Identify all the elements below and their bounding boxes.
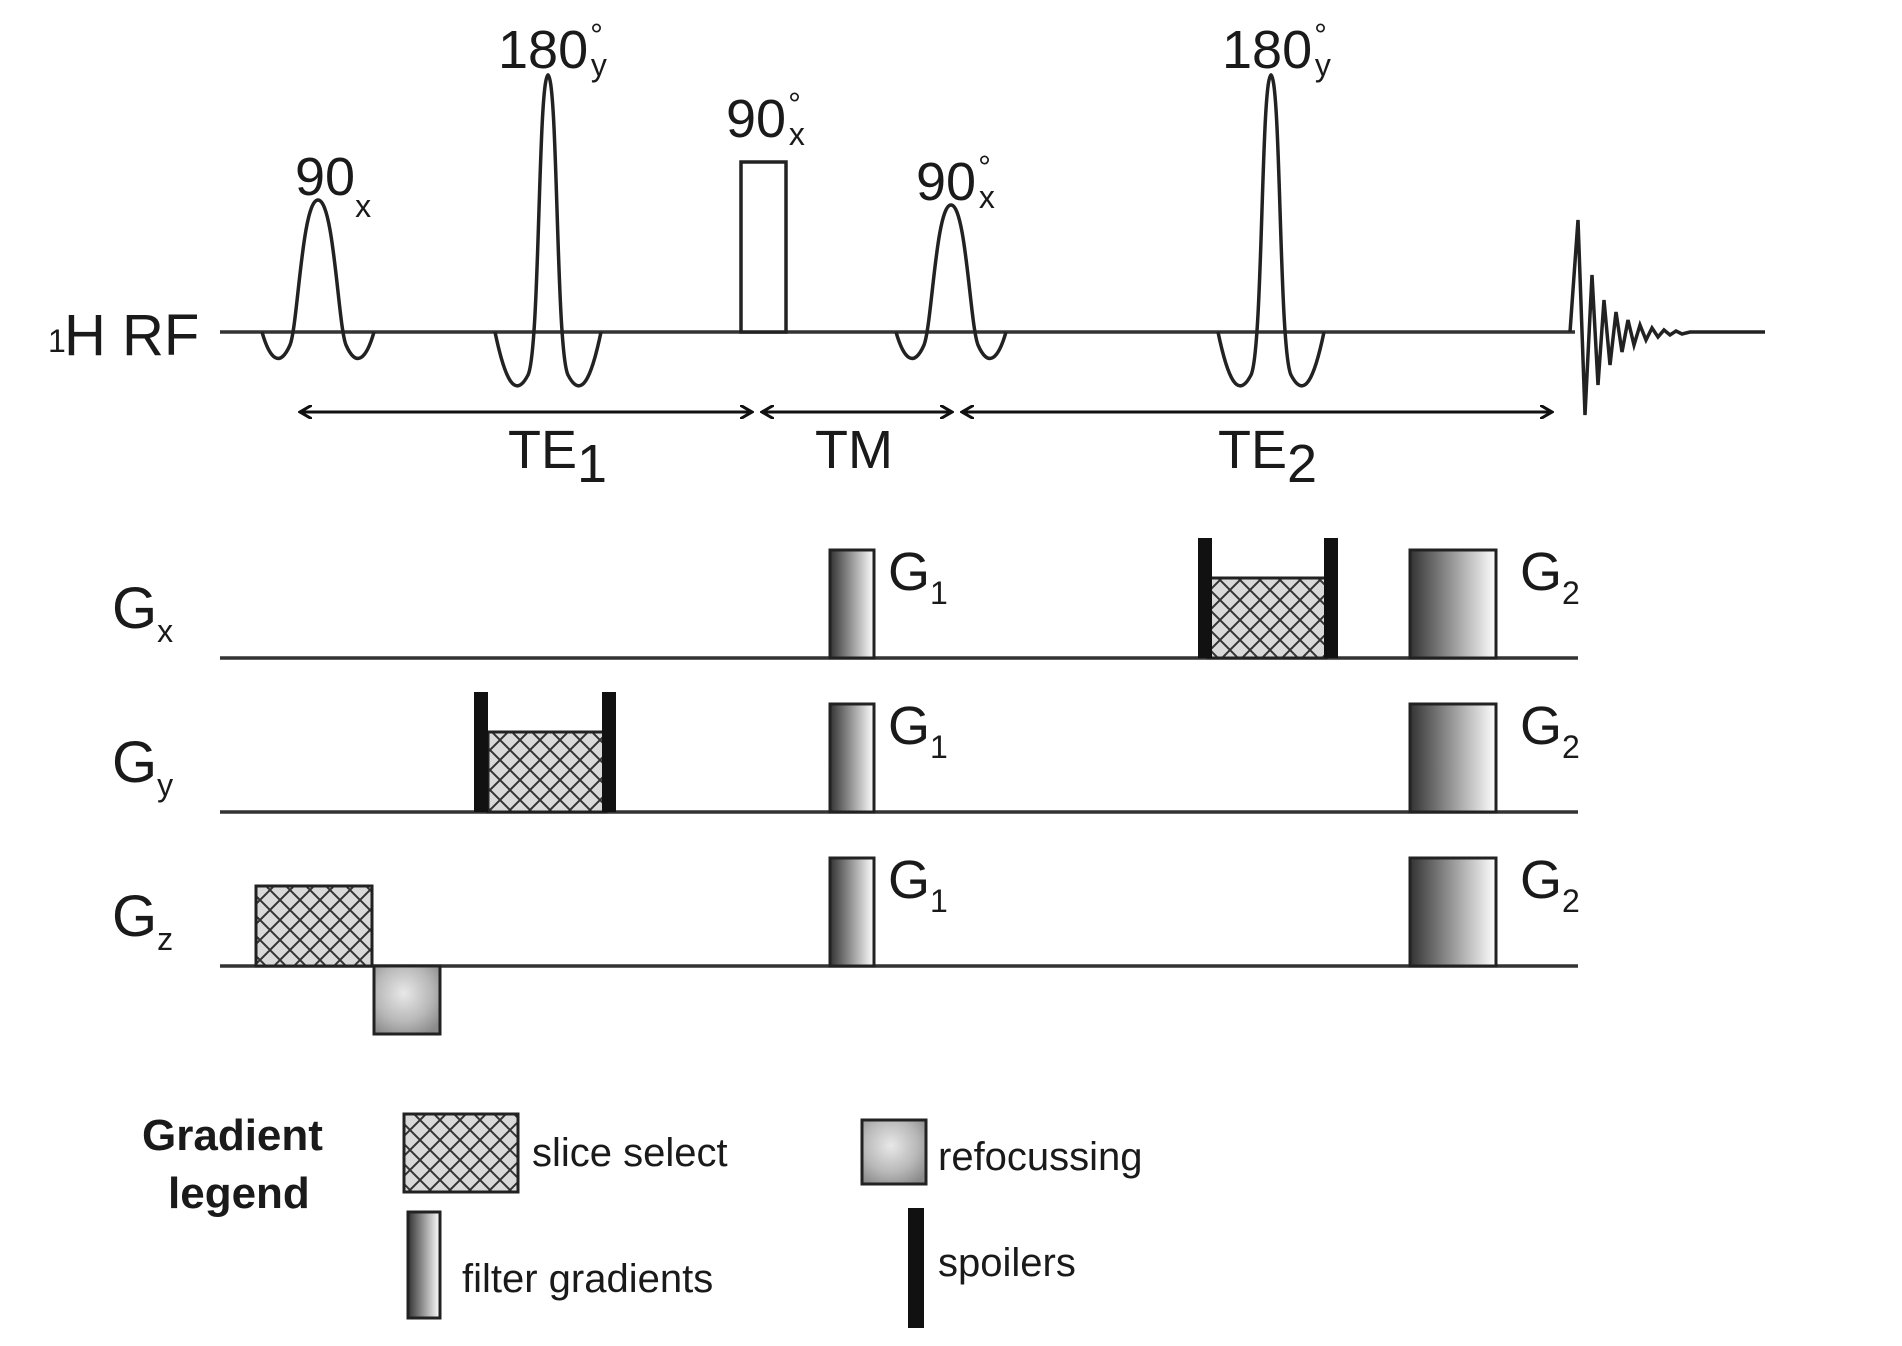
gy-filter-gradient-g1 bbox=[828, 702, 876, 814]
legend-refocussing-label: refocussing bbox=[938, 1135, 1143, 1179]
gx-slice-select bbox=[1206, 576, 1328, 660]
te2-label: TE2 bbox=[1218, 420, 1317, 494]
legend-title-line1: Gradient bbox=[142, 1111, 323, 1160]
gy-g2-label: G2 bbox=[1520, 696, 1580, 765]
legend-slice-select-label: slice select bbox=[532, 1131, 728, 1175]
rf-pulse-90x-1 bbox=[260, 198, 376, 361]
gz-g1-label: G1 bbox=[888, 850, 948, 919]
rf-pulse-label-4: 90°x bbox=[916, 149, 995, 215]
rf-pulse-90x-hard bbox=[739, 160, 788, 334]
gz-slice-select bbox=[254, 884, 374, 968]
gx-filter-gradient-g2 bbox=[1408, 548, 1498, 660]
rf-pulse-180y-2 bbox=[1216, 73, 1326, 388]
gy-label: Gy bbox=[112, 730, 173, 803]
gz-filter-gradient-g2 bbox=[1408, 856, 1498, 968]
legend-title-line2: legend bbox=[168, 1169, 310, 1218]
gy-spoiler-right bbox=[602, 692, 616, 812]
gy-filter-gradient-g2 bbox=[1408, 702, 1498, 814]
rf-label-superscript: 1 bbox=[48, 323, 66, 359]
gz-filter-gradient-g1 bbox=[828, 856, 876, 968]
echo-signal bbox=[1568, 219, 1765, 416]
gx-filter-gradient-g1 bbox=[828, 548, 876, 660]
legend-slice-select-swatch bbox=[402, 1112, 520, 1194]
legend-spoilers-label: spoilers bbox=[938, 1241, 1076, 1285]
gx-g2-label: G2 bbox=[1520, 542, 1580, 611]
rf-pulse-label-3: 90°x bbox=[726, 86, 805, 152]
rf-pulse-90x-2 bbox=[894, 203, 1008, 361]
gx-g1-label: G1 bbox=[888, 542, 948, 611]
legend-spoilers-swatch bbox=[908, 1208, 924, 1328]
rf-pulse-label-1: 90x bbox=[295, 147, 371, 224]
gx-spoiler-right bbox=[1324, 538, 1338, 658]
gy-spoiler-left bbox=[474, 692, 488, 812]
rf-pulse-label-5: 180°y bbox=[1222, 17, 1331, 83]
gy-slice-select bbox=[486, 730, 608, 814]
rf-pulse-180y-1 bbox=[493, 73, 603, 388]
gz-label: Gz bbox=[112, 884, 173, 957]
rf-label: H RF bbox=[64, 303, 199, 368]
te1-label: TE1 bbox=[508, 420, 607, 494]
rf-pulse-label-2: 180°y bbox=[498, 17, 607, 83]
gz-refocussing bbox=[372, 964, 442, 1036]
gy-g1-label: G1 bbox=[888, 696, 948, 765]
legend-filter-gradients-swatch bbox=[406, 1210, 442, 1320]
legend-refocussing-swatch bbox=[860, 1118, 928, 1186]
tm-label: TM bbox=[815, 420, 893, 480]
gx-label: Gx bbox=[112, 576, 173, 649]
gz-g2-label: G2 bbox=[1520, 850, 1580, 919]
gx-spoiler-left bbox=[1198, 538, 1212, 658]
legend-filter-gradients-label: filter gradients bbox=[462, 1257, 713, 1301]
